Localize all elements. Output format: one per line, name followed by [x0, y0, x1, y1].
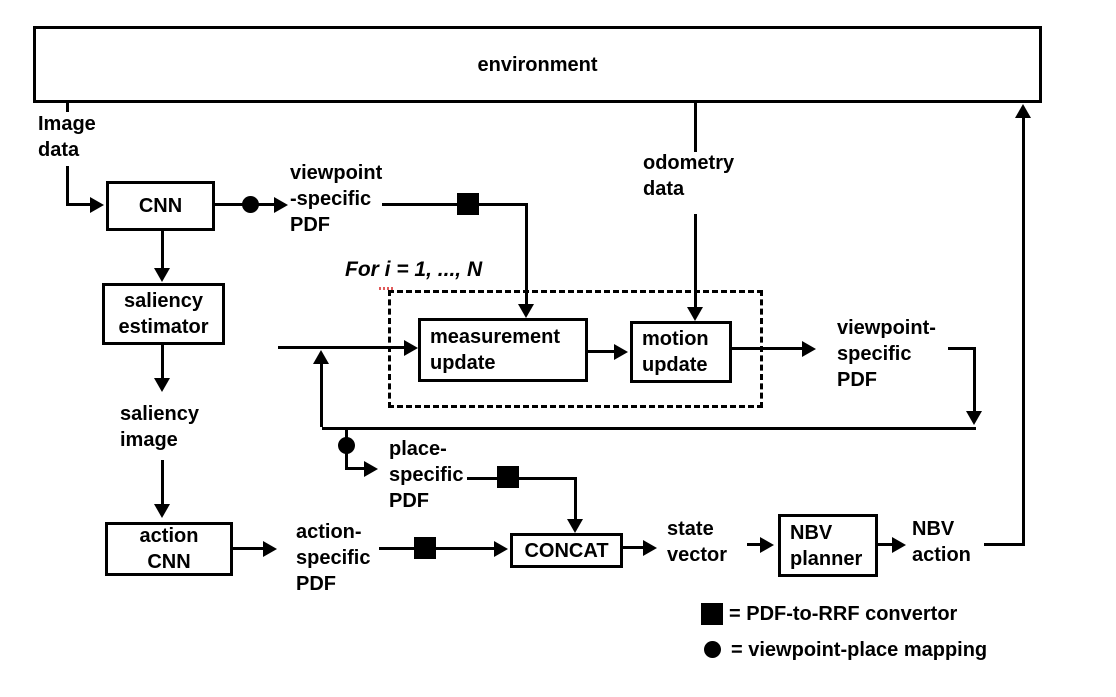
measurement-update-label: measurement update	[430, 326, 561, 374]
viewpoint-place-mapping-dot-icon	[242, 196, 259, 213]
connector-into-measurement	[278, 346, 406, 349]
odometry-data-label: odometry data	[643, 152, 735, 200]
legend-circle-label: = viewpoint-place mapping	[731, 639, 988, 661]
legend-viewpoint-place-dot-icon	[704, 641, 721, 658]
environment-box: environment	[33, 26, 1042, 103]
spellcheck-squiggle	[379, 287, 394, 290]
cnn-box: CNN	[106, 181, 215, 231]
pdf-to-rrf-square-icon	[457, 193, 479, 215]
connector-nbvaction-up	[1022, 116, 1025, 546]
arrowhead-into-nbv-action	[892, 537, 906, 553]
connector-feedback-horizontal	[322, 427, 976, 430]
concat-box: CONCAT	[510, 533, 623, 568]
connector-place-elbow	[345, 467, 366, 470]
pdf-to-rrf-square-icon-2	[497, 466, 519, 488]
action-cnn-label: action CNN	[139, 525, 199, 573]
nbv-planner-label: NBV planner	[790, 521, 863, 570]
nbv-action-label: NBV action	[912, 518, 971, 566]
legend-square-label: = PDF-to-RRF convertor	[729, 603, 958, 625]
arrowhead-into-environment	[1015, 104, 1031, 118]
connector-concat-out	[623, 546, 644, 549]
arrowhead-into-place-pdf	[364, 461, 378, 477]
arrowhead-into-cnn	[90, 197, 104, 213]
arrowhead-into-action-pdf	[263, 541, 277, 557]
connector-saliency-down	[161, 345, 164, 378]
connector-env-to-imagedata	[66, 103, 69, 112]
arrowhead-feedback-up	[313, 350, 329, 364]
arrowhead-into-state-vector	[643, 540, 657, 556]
arrowhead-into-motion-update	[614, 344, 628, 360]
arrowhead-into-concat-top	[567, 519, 583, 533]
arrowhead-into-viewpoint-pdf	[274, 197, 288, 213]
connector-feedback-up	[320, 361, 323, 427]
place-specific-pdf-label: place- specific PDF	[389, 438, 464, 512]
connector-viewpointpdf-right	[382, 203, 528, 206]
connector-placepdf-right	[467, 477, 577, 480]
connector-actioncnn-out	[233, 547, 265, 550]
arrowhead-into-motion-update-top	[687, 307, 703, 321]
connector-feedback-elbow-down	[973, 347, 976, 411]
connector-placepdf-down	[574, 477, 577, 519]
viewpoint-place-mapping-dot-icon-2	[338, 437, 355, 454]
connector-feedback-elbow-top	[948, 347, 976, 350]
connector-statevector-out	[747, 543, 762, 546]
state-vector-label: state vector	[667, 518, 728, 566]
pdf-to-rrf-square-icon-3	[414, 537, 436, 559]
viewpoint-specific-pdf-out-label: viewpoint- specific PDF	[837, 317, 936, 391]
saliency-estimator-label: saliency estimator	[118, 290, 209, 338]
arrowhead-into-saliency-estimator	[154, 268, 170, 282]
connector-nbvplanner-out	[878, 543, 894, 546]
connector-viewpointpdf-down	[525, 203, 528, 304]
saliency-image-label: saliency image	[120, 403, 199, 451]
connector-motion-out	[732, 347, 802, 350]
connector-imagedata-down	[66, 166, 69, 203]
connector-odometry-down	[694, 214, 697, 307]
connector-actionpdf-right	[379, 547, 496, 550]
viewpoint-specific-pdf-in-label: viewpoint -specific PDF	[290, 162, 383, 236]
arrowhead-into-saliency-image	[154, 378, 170, 392]
arrowhead-into-action-cnn	[154, 504, 170, 518]
measurement-update-box: measurement update	[418, 318, 588, 382]
image-data-label: Image data	[38, 113, 96, 161]
arrowhead-into-concat-left	[494, 541, 508, 557]
arrowhead-into-measurement-left	[404, 340, 418, 356]
action-cnn-box: action CNN	[105, 522, 233, 576]
connector-nbvaction-right	[984, 543, 1025, 546]
action-specific-pdf-label: action- specific PDF	[296, 521, 371, 595]
concat-label: CONCAT	[524, 539, 609, 562]
connector-saliencyimage-down	[161, 460, 164, 504]
cnn-label: CNN	[138, 195, 183, 217]
arrowhead-into-viewpoint-pdf-out	[802, 341, 816, 357]
motion-update-box: motion update	[630, 321, 732, 383]
for-loop-label: For i = 1, ..., N	[345, 258, 483, 281]
arrowhead-onto-feedback-line	[966, 411, 982, 425]
saliency-estimator-box: saliency estimator	[102, 283, 225, 345]
motion-update-label: motion update	[642, 328, 709, 376]
connector-imagedata-to-cnn	[66, 203, 91, 206]
connector-env-to-odometry	[694, 103, 697, 152]
arrowhead-into-measurement-update	[518, 304, 534, 318]
connector-cnn-to-saliency	[161, 231, 164, 268]
nbv-planner-box: NBV planner	[778, 514, 878, 577]
arrowhead-into-nbv-planner	[760, 537, 774, 553]
connector-measurement-to-motion	[588, 350, 616, 353]
legend-pdf-to-rrf-square-icon	[701, 603, 723, 625]
environment-label: environment	[477, 53, 598, 76]
